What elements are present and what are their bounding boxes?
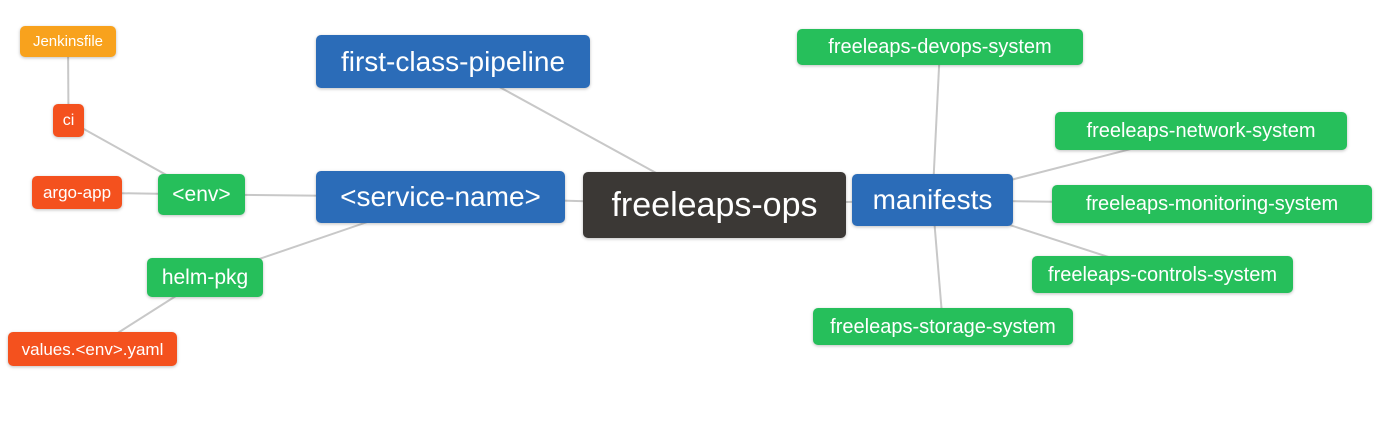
node-label: values.<env>.yaml: [21, 339, 164, 359]
node-jenkinsfile[interactable]: Jenkinsfile: [20, 26, 116, 57]
node-argo-app[interactable]: argo-app: [32, 176, 122, 209]
node-ci[interactable]: ci: [53, 104, 84, 137]
node-controls-system[interactable]: freeleaps-controls-system: [1032, 256, 1293, 293]
node-label: Jenkinsfile: [32, 33, 104, 50]
node-first-class-pipeline[interactable]: first-class-pipeline: [316, 35, 590, 88]
node-label: <service-name>: [340, 181, 541, 212]
node-network-system[interactable]: freeleaps-network-system: [1055, 112, 1347, 150]
node-env[interactable]: <env>: [158, 174, 245, 215]
node-helm-pkg[interactable]: helm-pkg: [147, 258, 263, 297]
node-manifests[interactable]: manifests: [852, 174, 1013, 226]
node-label: ci: [62, 111, 75, 129]
node-monitoring-system[interactable]: freeleaps-monitoring-system: [1052, 185, 1372, 223]
node-freeleaps-ops[interactable]: freeleaps-ops: [583, 172, 846, 238]
node-service-name[interactable]: <service-name>: [316, 171, 565, 223]
node-values-env-yaml[interactable]: values.<env>.yaml: [8, 332, 177, 366]
node-devops-system[interactable]: freeleaps-devops-system: [797, 29, 1083, 65]
node-label: freeleaps-network-system: [1086, 120, 1316, 142]
node-label: helm-pkg: [161, 266, 249, 289]
node-label: freeleaps-controls-system: [1048, 263, 1277, 286]
node-label: argo-app: [42, 183, 112, 202]
node-label: freeleaps-storage-system: [830, 315, 1056, 338]
node-storage-system[interactable]: freeleaps-storage-system: [813, 308, 1073, 345]
node-label: freeleaps-monitoring-system: [1085, 193, 1339, 215]
node-label: freeleaps-devops-system: [828, 36, 1052, 58]
node-label: manifests: [872, 184, 993, 215]
node-label: <env>: [172, 183, 231, 206]
node-label: freeleaps-ops: [611, 186, 818, 224]
node-label: first-class-pipeline: [340, 45, 566, 77]
